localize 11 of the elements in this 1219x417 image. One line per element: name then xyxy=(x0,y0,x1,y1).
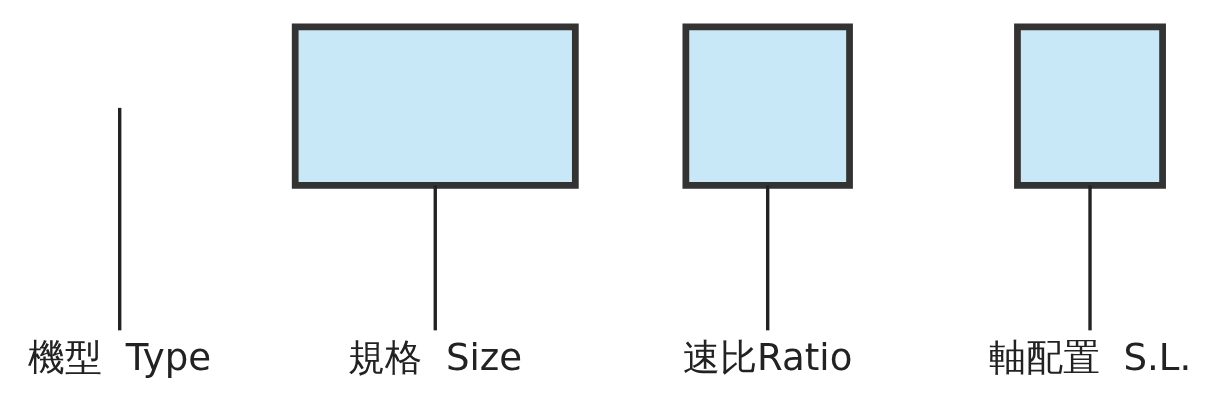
node-box xyxy=(1014,22,1166,189)
node-text: 機型 Type xyxy=(28,335,212,379)
connector xyxy=(766,185,770,330)
node-text: 速比Ratio xyxy=(683,335,853,379)
node-box xyxy=(291,22,579,189)
connector xyxy=(1088,185,1092,330)
node-box xyxy=(682,22,853,189)
connector xyxy=(118,107,122,330)
node-text: 規格 Size xyxy=(348,335,523,379)
node-text: 軸配置 S.L. xyxy=(988,335,1192,379)
connector xyxy=(433,185,437,330)
